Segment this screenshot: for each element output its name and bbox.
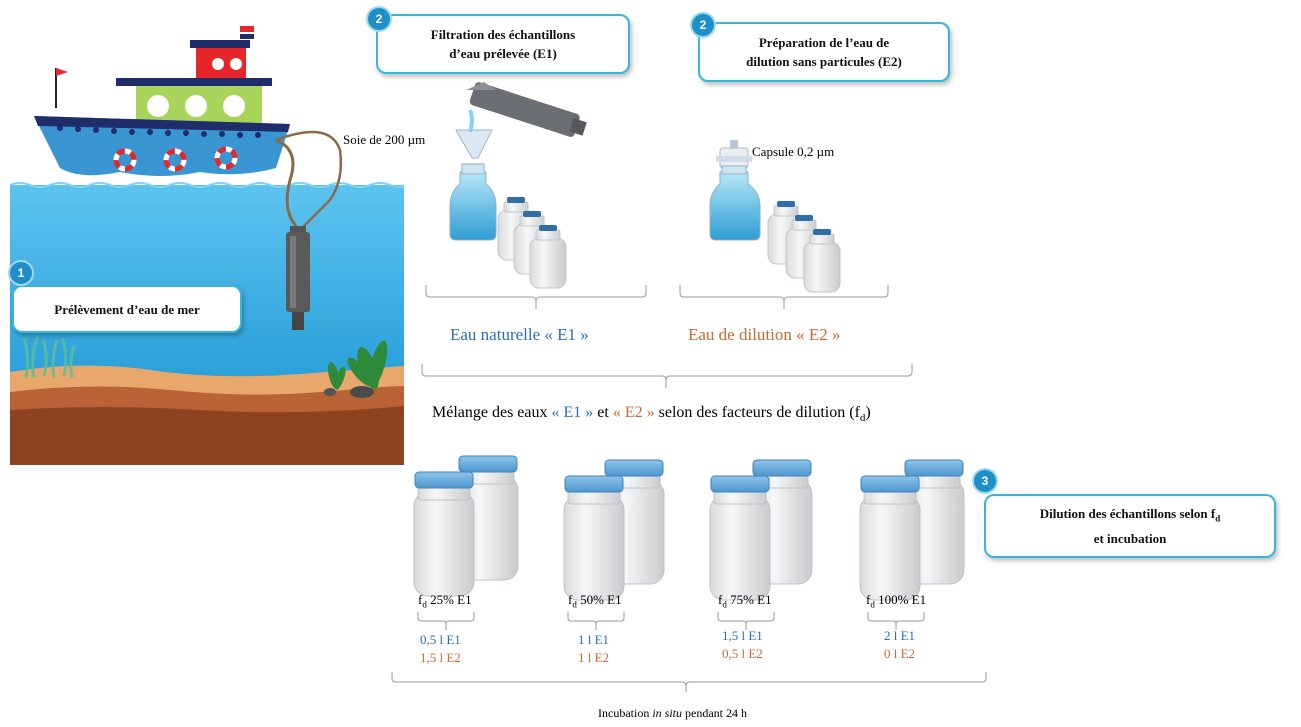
step3-box: Dilution des échantillons selon fd et in… [984,494,1276,558]
step1-box: Prélèvement d’eau de mer [12,285,242,333]
step2a-badge: 2 [366,6,392,32]
volume-e1-25: 0,5 l E1 [420,632,461,647]
natural-water-label: Eau naturelle « E1 » [450,325,589,344]
step2b-badge: 2 [690,12,716,38]
dilution-water-label: Eau de dilution « E2 » [688,325,841,344]
capsule-apparatus [709,140,841,293]
step3-badge: 3 [972,468,998,494]
capsule-label: Capsule 0,2 µm [752,144,835,159]
boat [34,26,290,176]
step2a-line2: d’eau prélevée (E1) [449,46,557,61]
dilution-f50: fd 50% E1 [568,592,622,610]
step2b-line2: dilution sans particules (E2) [746,54,902,69]
step3-line1: Dilution des échantillons selon fd [1039,506,1221,524]
probe [286,226,310,330]
volume-e2-50: 1 l E2 [578,650,610,665]
dilution-f75: fd 75% E1 [718,592,772,610]
volume-e1-100: 2 l E1 [884,628,916,643]
volume-e2-75: 0,5 l E2 [722,646,763,661]
volume-e1-50: 1 l E1 [578,632,610,647]
dilution-f25: fd 25% E1 [418,592,472,610]
step2b-box: Préparation de l’eau de dilution sans pa… [698,22,950,82]
volume-e1-75: 1,5 l E1 [722,628,763,643]
step2a-box: Filtration des échantillons d’eau prélev… [376,14,630,74]
incubation-label: Incubation in situ pendant 24 h [598,706,747,720]
sieve-label: Soie de 200 µm [343,132,426,147]
dilution-f100: fd 100% E1 [866,592,927,610]
sea-scene [9,182,405,465]
step1-badge: 1 [8,260,34,286]
step2a-line1: Filtration des échantillons [430,27,576,42]
dilution-jars [413,455,965,601]
step2b-line1: Préparation de l’eau de [758,35,890,50]
volume-e2-100: 0 l E2 [884,646,916,661]
filtration-apparatus [449,82,587,289]
step3-line2: et incubation [1093,530,1167,546]
step1-label: Prélèvement d’eau de mer [54,301,200,317]
volume-e2-25: 1,5 l E2 [420,650,461,665]
braces [391,285,987,692]
mix-label: Mélange des eaux « E1 » et « E2 » selon … [432,404,871,425]
